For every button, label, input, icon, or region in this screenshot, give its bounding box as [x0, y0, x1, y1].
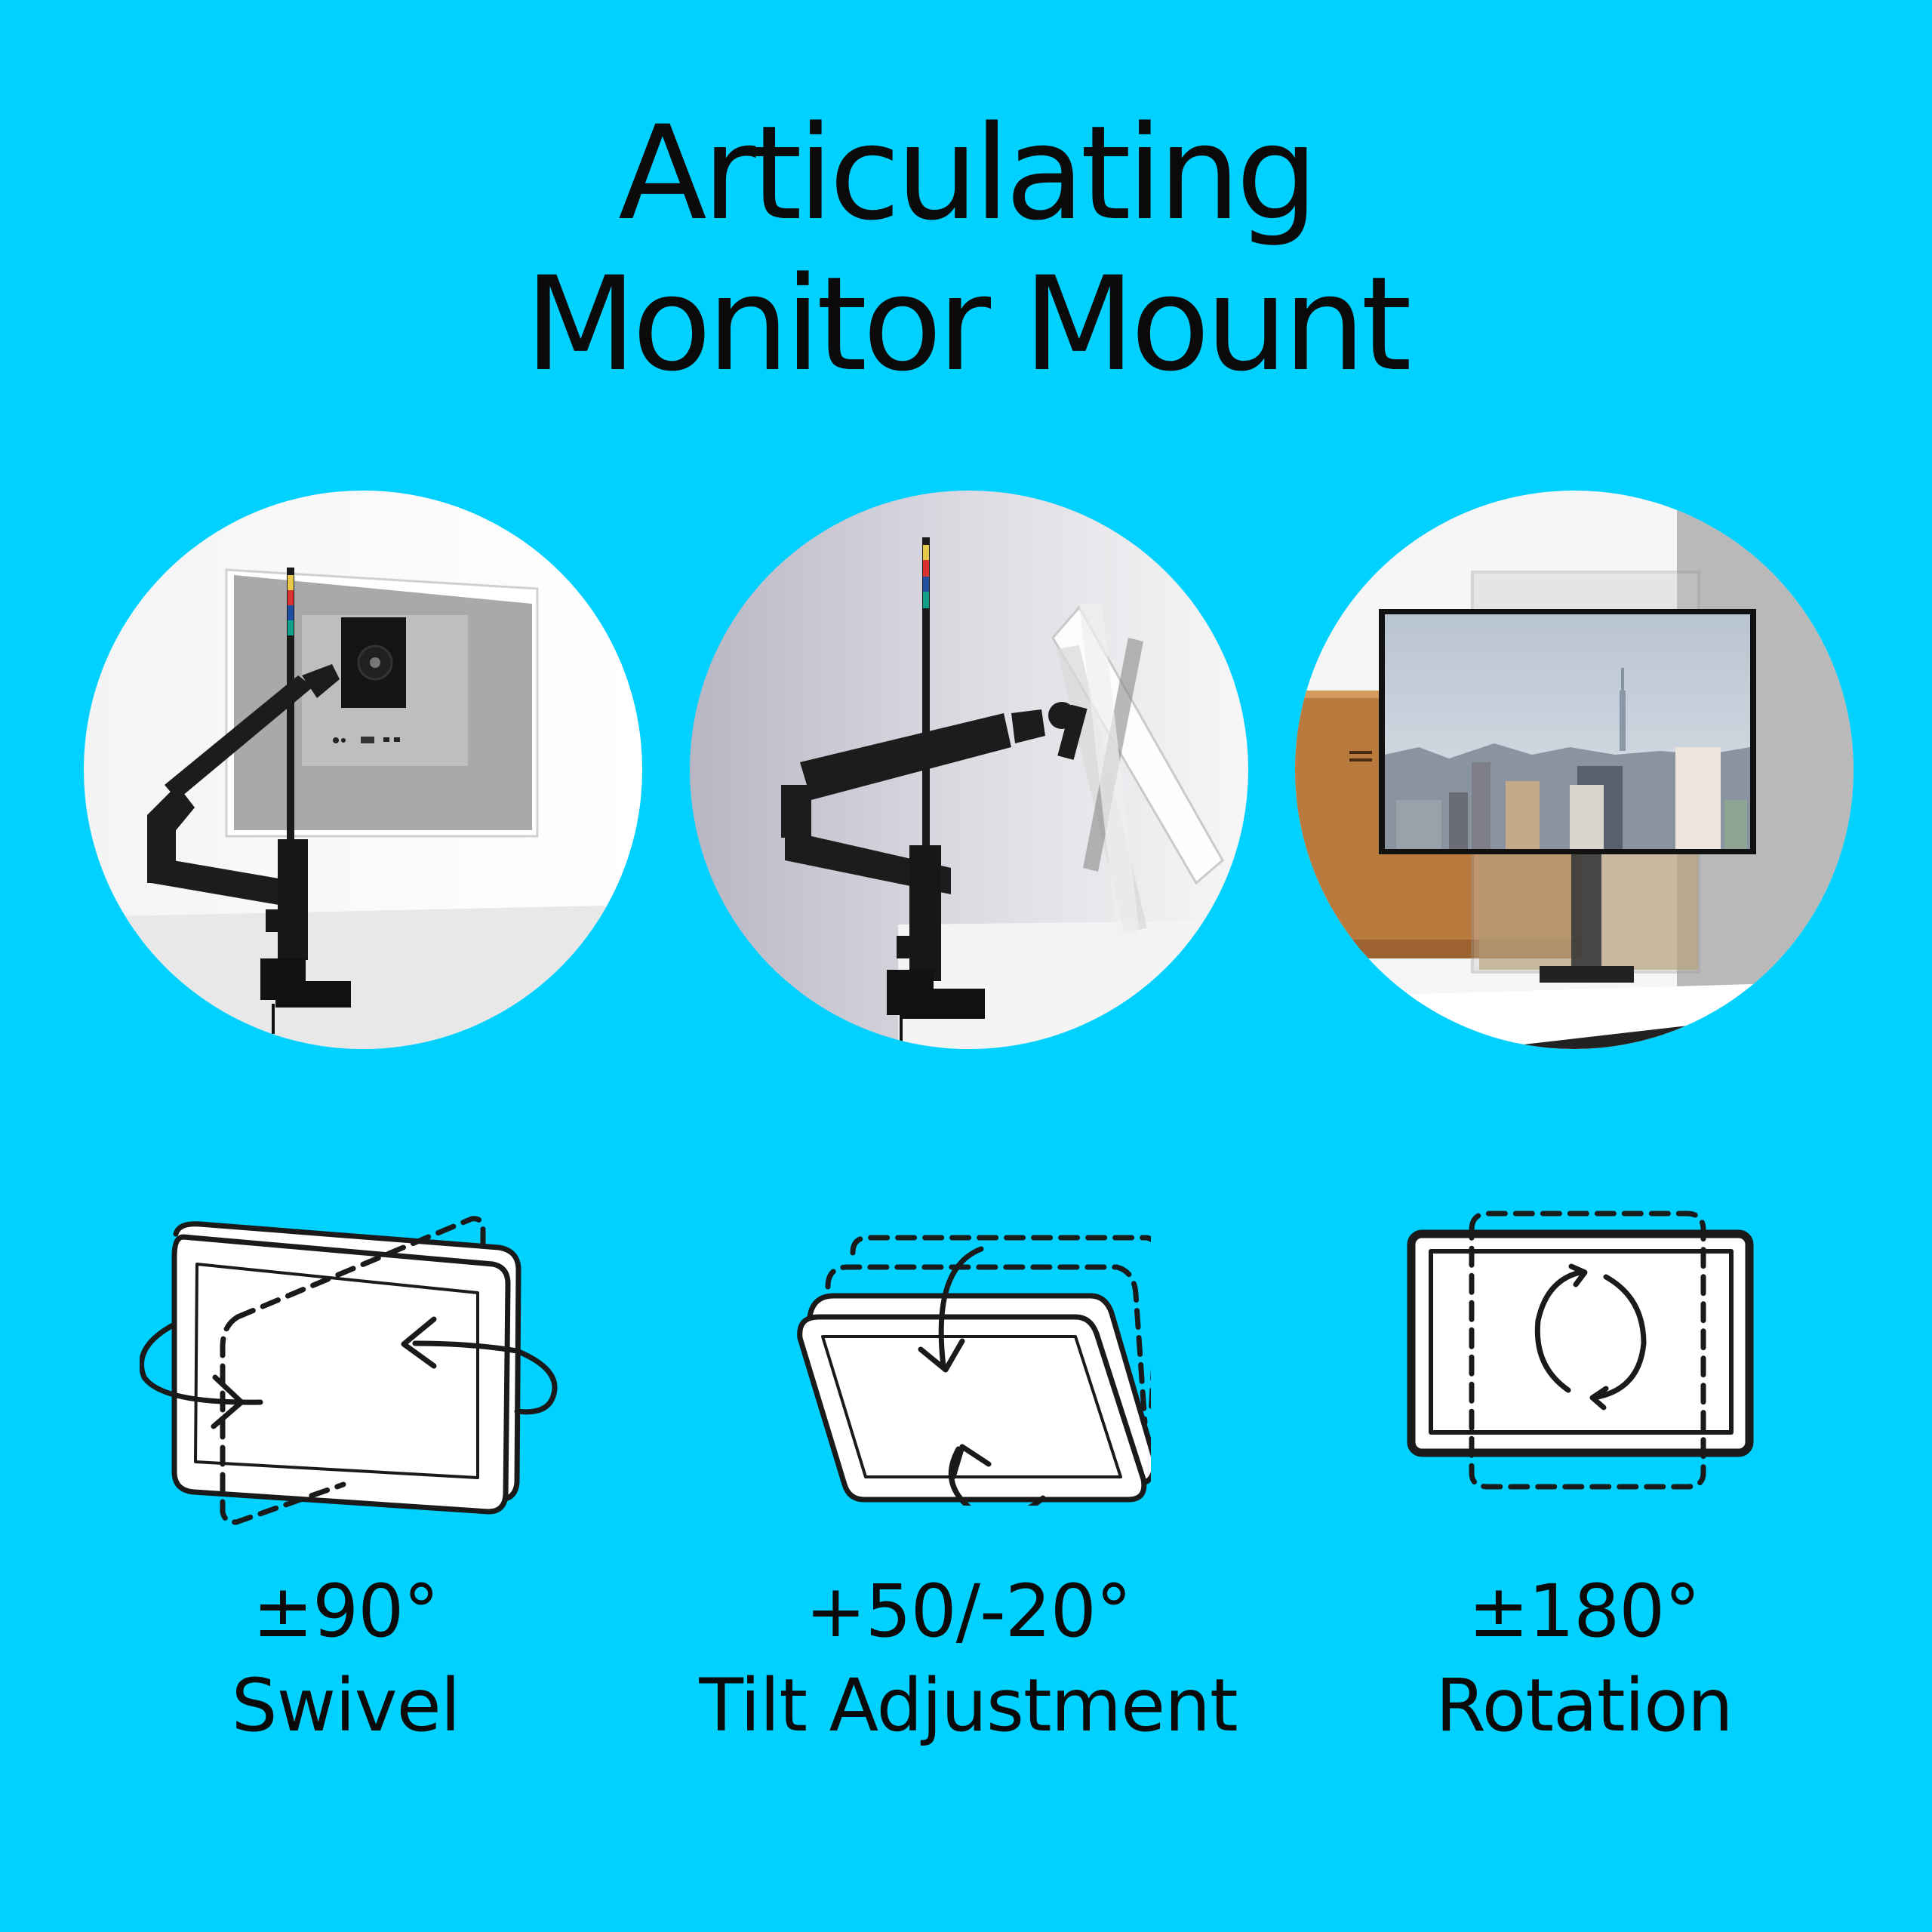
page-title-line-2: Monitor Mount [525, 248, 1412, 400]
swivel-photo-illustration [84, 491, 642, 1049]
tilt-photo [690, 491, 1248, 1049]
rotation-photo-illustration [1295, 491, 1854, 1049]
feature-rotation: ±180° Rotation [1244, 1570, 1924, 1747]
swivel-value: ±90° [252, 1569, 440, 1654]
tilt-photo-illustration [690, 491, 1248, 1049]
rotation-label: Rotation [1435, 1663, 1733, 1748]
tilt-value: +50/-20° [805, 1569, 1132, 1654]
page-title-line-1: Articulating [618, 97, 1318, 249]
swivel-label: Swivel [231, 1663, 461, 1748]
tilt-icon [797, 1235, 1151, 1506]
rotation-value: ±180° [1468, 1569, 1701, 1654]
feature-swivel: ±90° Swivel [6, 1570, 685, 1747]
rotation-photo [1295, 491, 1854, 1049]
tilt-label: Tilt Adjustment [699, 1663, 1238, 1748]
rotation-icon [1407, 1211, 1754, 1490]
swivel-icon [140, 1216, 558, 1525]
feature-tilt: +50/-20° Tilt Adjustment [629, 1570, 1308, 1747]
swivel-photo [84, 491, 642, 1049]
